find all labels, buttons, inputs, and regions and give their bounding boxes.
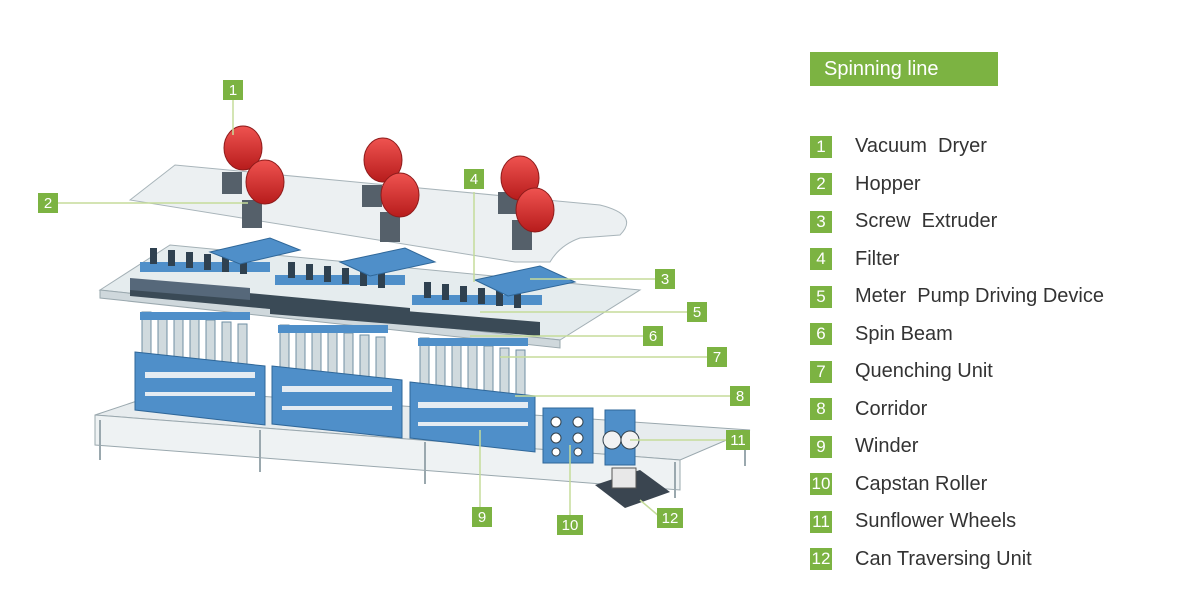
winders [134,351,536,453]
legend-item: 6 Spin Beam [810,316,1104,354]
legend-number: 12 [810,548,832,571]
capstan-roller [542,407,594,464]
legend-label: Sunflower Wheels [855,510,1017,533]
legend-item: 4 Filter [810,241,1104,279]
svg-text:5: 5 [693,304,701,321]
svg-text:3: 3 [661,271,669,288]
vacuum-dryers [223,125,555,233]
callout-6: 6 [643,326,663,346]
svg-text:8: 8 [736,388,744,405]
legend-label: Hopper [855,172,921,195]
legend-label: Screw Extruder [855,210,998,233]
pump-driving-devices [140,248,542,308]
legend-number: 3 [810,210,832,233]
legend-title: Spinning line [810,52,998,86]
legend-number: 11 [810,510,832,533]
legend-number: 2 [810,173,832,196]
legend-label: Meter Pump Driving Device [855,285,1104,308]
legend-label: Can Traversing Unit [855,547,1032,570]
sunflower-wheels [602,409,640,466]
can-traversing-unit [595,467,670,508]
svg-text:1: 1 [229,82,237,99]
legend-label: Filter [855,247,900,270]
legend-number: 5 [810,285,832,308]
legend-item: 2 Hopper [810,166,1104,204]
callout-2: 2 [38,193,58,213]
quenching-units [140,311,528,406]
legend-item: 5 Meter Pump Driving Device [810,278,1104,316]
svg-text:10: 10 [562,517,579,534]
callout-1: 1 [223,80,243,100]
callout-10: 10 [557,515,583,535]
svg-text:4: 4 [470,171,478,188]
legend-number: 7 [810,360,832,383]
svg-text:12: 12 [662,510,679,527]
callout-9: 9 [472,507,492,527]
callout-8: 8 [730,386,750,406]
callout-5: 5 [687,302,707,322]
spinning-line-diagram: 1 2 3 4 5 6 7 8 9 10 11 12 [38,80,751,535]
legend-number: 4 [810,248,832,271]
callout-7: 7 [707,347,727,367]
legend-item: 9 Winder [810,428,1104,466]
legend-item: 7 Quenching Unit [810,353,1104,391]
spin-beams [130,278,540,336]
legend-number: 10 [810,473,832,496]
legend-item: 3 Screw Extruder [810,203,1104,241]
svg-text:6: 6 [649,328,657,345]
legend-item: 8 Corridor [810,391,1104,429]
callout-12: 12 [657,508,683,528]
legend-label: Quenching Unit [855,360,993,383]
legend-label: Corridor [855,397,928,420]
callout-4: 4 [464,169,484,189]
legend-number: 8 [810,398,832,421]
svg-text:11: 11 [730,432,746,449]
callout-11: 11 [726,430,750,450]
legend-label: Vacuum Dryer [855,135,987,158]
legend-label: Spin Beam [855,322,953,345]
callout-3: 3 [655,269,675,289]
legend-label: Capstan Roller [855,472,988,495]
legend-label: Winder [855,435,919,458]
svg-text:7: 7 [713,349,721,366]
legend-item: 12 Can Traversing Unit [810,541,1104,579]
screw-extruders [208,237,577,297]
legend-item: 11 Sunflower Wheels [810,503,1104,541]
legend-number: 9 [810,435,832,458]
legend-number: 6 [810,323,832,346]
legend-number: 1 [810,135,832,158]
svg-text:2: 2 [44,195,52,212]
legend-item: 1 Vacuum Dryer [810,128,1104,166]
leader-lines [58,100,730,518]
legend-item: 10 Capstan Roller [810,466,1104,504]
svg-text:9: 9 [478,509,486,526]
